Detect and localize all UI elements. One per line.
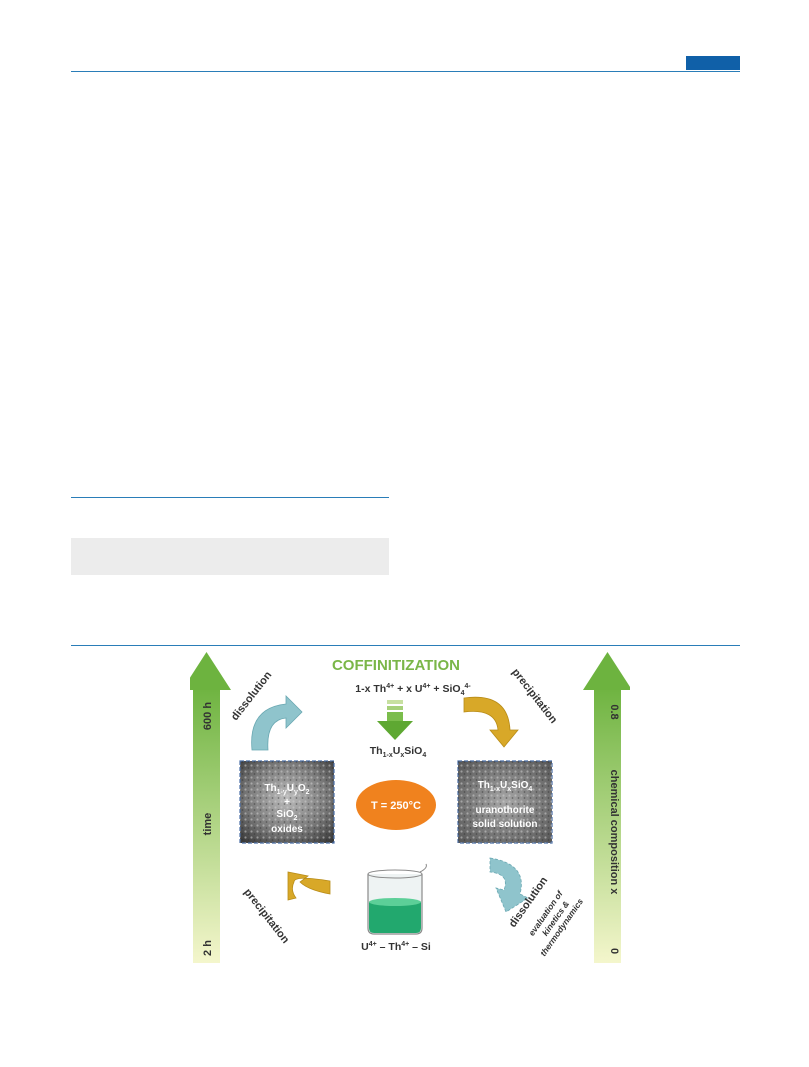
label-precipitation-bottom: precipitation	[241, 886, 291, 946]
diagram-title: COFFINITIZATION	[332, 657, 460, 674]
composition-axis-end: 0.8	[608, 704, 620, 719]
right-image-caption-2: solid solution	[473, 819, 538, 830]
reaction-down-arrow	[377, 700, 413, 740]
label-precipitation-top: precipitation	[509, 666, 559, 726]
cycle-arrow-bottom-left	[287, 871, 331, 901]
composition-axis-label: chemical composition x	[608, 770, 620, 896]
time-axis-start: 2 h	[202, 940, 214, 956]
left-image-silica: SiO2	[276, 809, 297, 822]
reaction-equation: 1-x Th4+ + x U4+ + SiO44-	[355, 683, 471, 697]
time-axis-end: 600 h	[202, 702, 214, 730]
header-tab	[686, 56, 740, 70]
temperature-ellipse	[356, 780, 436, 830]
time-axis-label: time	[202, 813, 214, 836]
right-image-caption-1: uranothorite	[476, 805, 535, 816]
figure-rule	[71, 645, 740, 646]
cycle-arrow-top-right	[463, 696, 519, 748]
beaker-label: U4+ – Th4+ – Si	[361, 941, 431, 953]
composition-axis-start: 0	[608, 948, 620, 954]
temperature-label: T = 250°C	[371, 800, 421, 812]
grey-box	[71, 538, 389, 575]
product-formula: Th1-xUxSiO4	[370, 745, 427, 759]
cycle-arrow-top-left	[251, 695, 303, 751]
right-micrograph	[457, 760, 553, 844]
left-micrograph	[239, 760, 335, 844]
cycle-arrow-bottom-right	[489, 857, 529, 913]
left-image-plus: +	[284, 797, 290, 808]
beaker	[367, 863, 427, 935]
composition-axis-arrow	[583, 652, 630, 963]
left-image-formula: Th1-yUyO2	[264, 783, 309, 796]
time-axis-arrow	[190, 652, 231, 963]
left-image-caption: oxides	[271, 824, 303, 835]
section-rule	[71, 497, 389, 498]
right-image-formula: Th1-xUxSiO4	[478, 780, 533, 793]
coffinitization-diagram: 600 h time 2 h 0.8 chemical composition …	[190, 652, 630, 963]
header-rule	[71, 71, 740, 72]
